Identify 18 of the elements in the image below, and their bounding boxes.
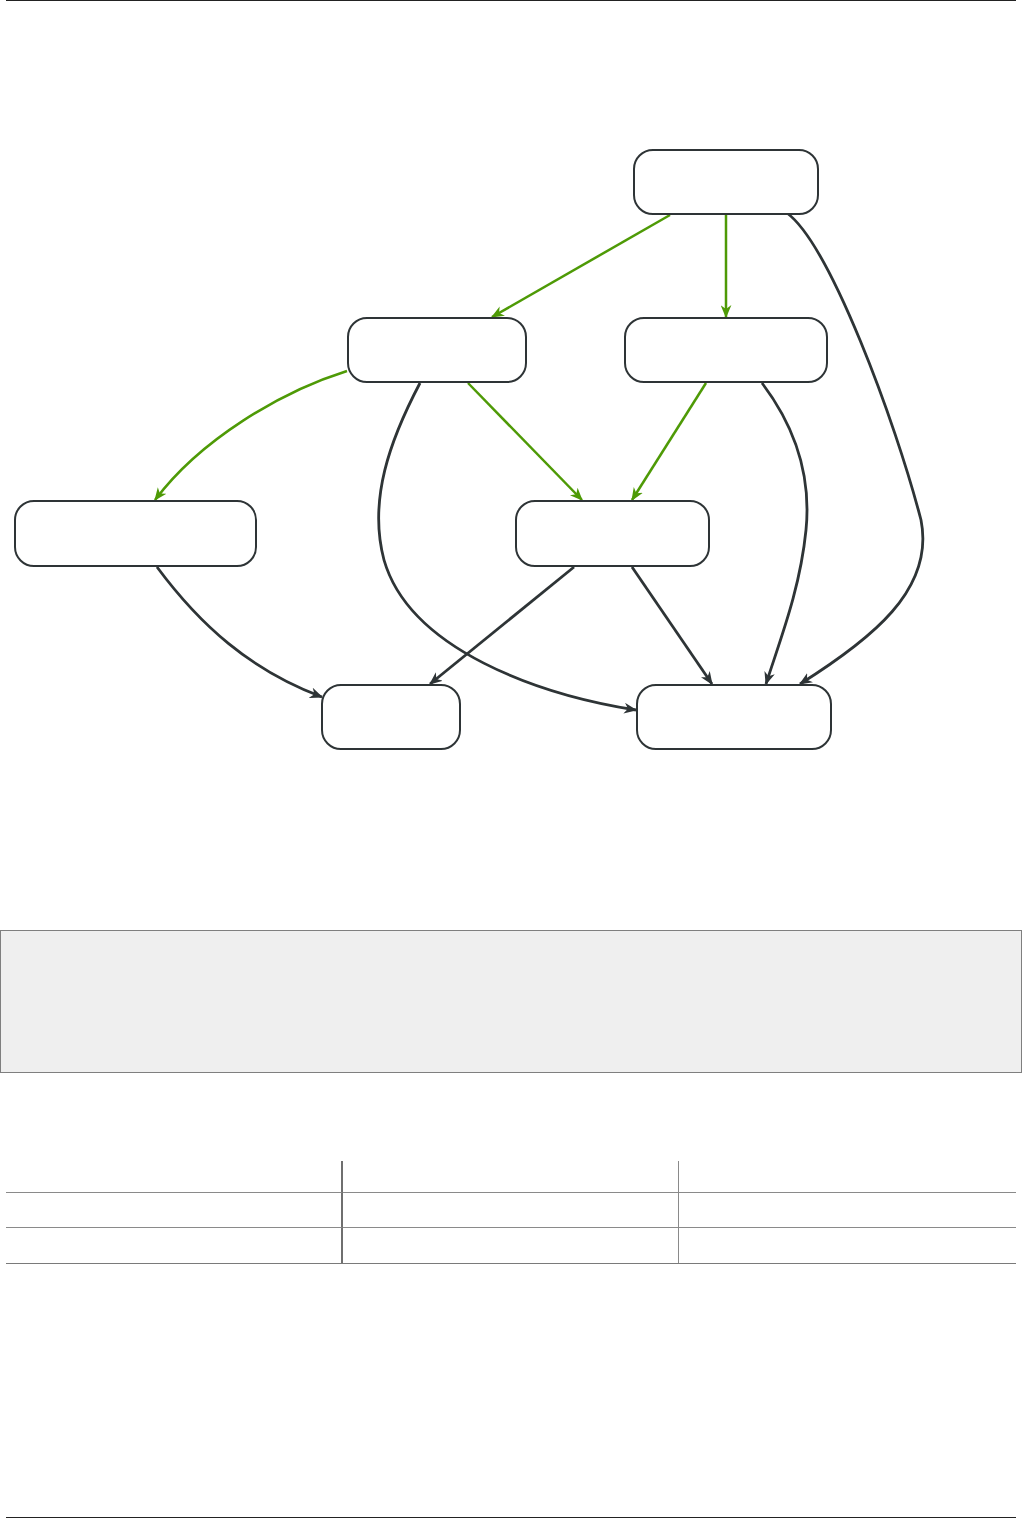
curved-arrow	[155, 566, 323, 699]
arrow	[491, 213, 671, 319]
rounded-node-box	[14, 500, 257, 567]
rounded-node-box	[515, 500, 710, 567]
rounded-node-box	[633, 149, 819, 215]
rounded-node-box	[636, 684, 832, 750]
arrow	[467, 382, 583, 501]
arrow	[720, 215, 732, 319]
rounded-node-box	[347, 317, 527, 383]
arrow	[429, 565, 575, 686]
rounded-node-box	[624, 317, 828, 383]
arrow	[630, 566, 714, 685]
arrow	[630, 382, 708, 501]
curved-arrow	[154, 369, 348, 501]
curved-arrow	[760, 382, 809, 686]
rounded-node-box	[321, 684, 461, 750]
curved-arrow	[786, 212, 925, 686]
curved-arrow	[377, 382, 638, 714]
